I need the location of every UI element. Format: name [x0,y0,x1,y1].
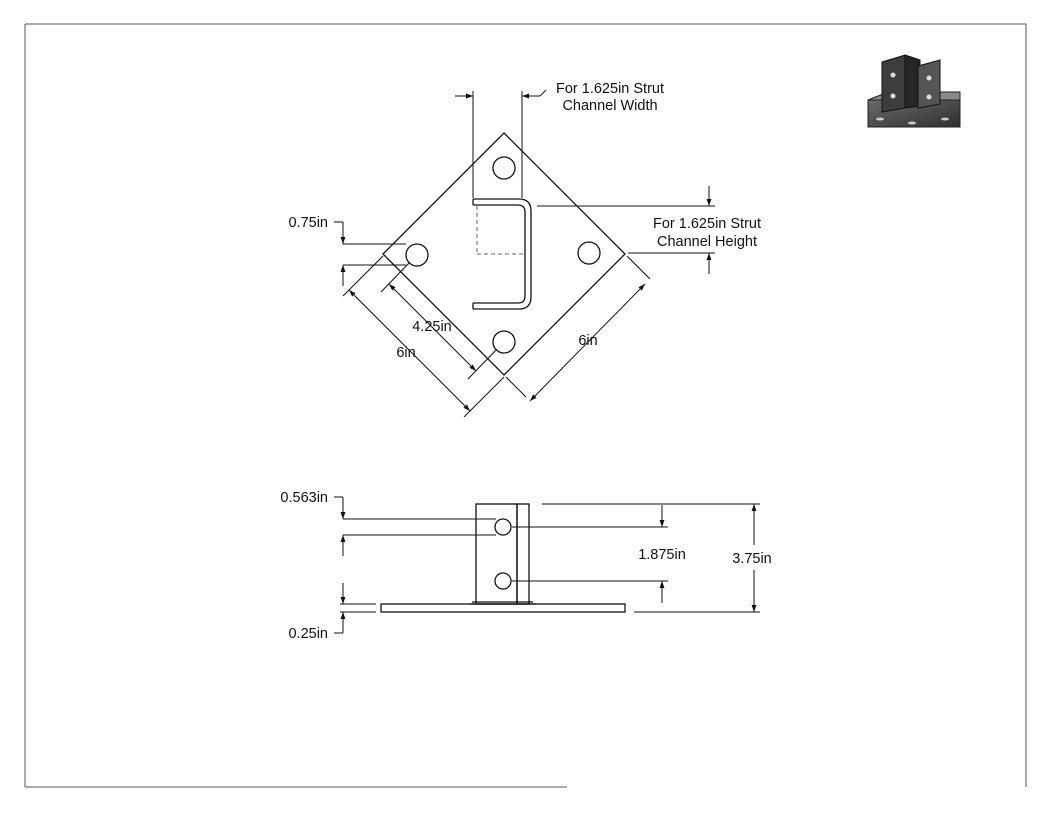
side-view: 0.563in 1.875in 3.75in 0.25in [280,490,771,642]
upright-channel-side [469,503,536,605]
hole-offset-label: 0.75in [288,215,328,231]
side-right-label: 6in [578,333,597,349]
iso-thumbnail [867,54,961,128]
channel-width-note-line1: For 1.625in Strut [556,81,664,97]
plate-thickness-label: 0.25in [288,626,328,642]
top-view: For 1.625in Strut Channel Width For 1.62… [288,81,761,418]
hole-top [492,156,516,180]
dim-side-hole-spacing [512,505,668,603]
hole-left [405,243,429,267]
mounting-holes [405,156,601,354]
dim-side-right [505,255,651,402]
dim-channel-height [537,186,715,274]
dim-channel-width [455,89,547,198]
upright-hole-bottom [494,572,512,590]
channel-width-note-line2: Channel Width [562,98,657,114]
upright-holes [494,518,512,590]
channel-height-note-line2: Channel Height [657,234,757,250]
side-hole-spacing-label: 1.875in [638,547,686,563]
dim-top-hole-offset [334,496,496,556]
side-left-label: 6in [396,345,415,361]
dim-plate-thickness [334,583,376,634]
sheet-border [24,23,1027,788]
hole-spacing-label: 4.25in [412,319,452,335]
dim-hole-offset [334,221,406,286]
base-plate-outline [382,132,626,376]
total-height-label: 3.75in [732,551,772,567]
upright-hole-top [494,518,512,536]
base-plate-side [380,603,626,613]
hole-right [577,241,601,265]
top-hole-offset-label: 0.563in [280,490,328,506]
dim-total-height [542,503,760,613]
hole-bottom [492,330,516,354]
dim-side-left [342,255,505,418]
channel-height-note-line1: For 1.625in Strut [653,216,761,232]
hidden-lines [476,206,525,255]
